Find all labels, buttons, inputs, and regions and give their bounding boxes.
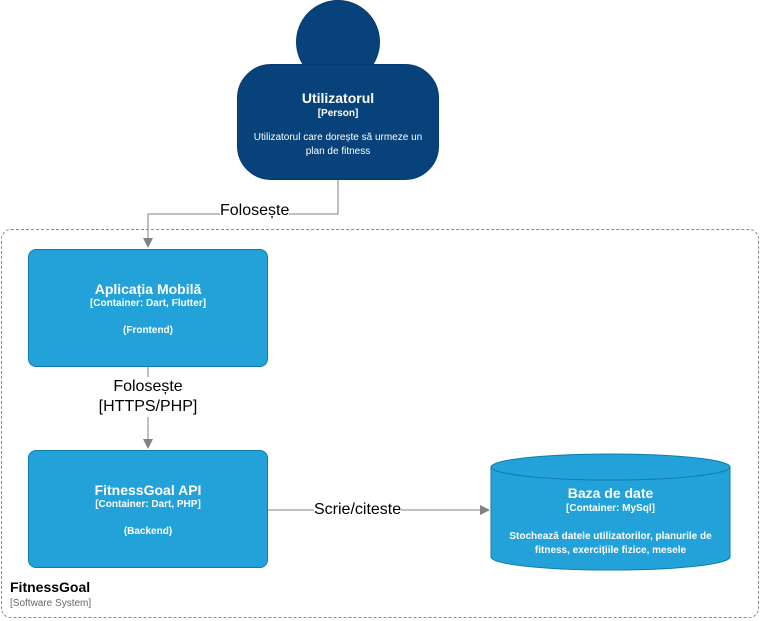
edge-label-person-to-app: Folosește — [220, 201, 290, 221]
person-title: Utilizatorul — [301, 90, 375, 106]
mobile-app-title: Aplicația Mobilă — [94, 281, 202, 297]
database-tech: [Container: MySql] — [566, 503, 655, 514]
database-node: Baza de date [Container: MySql] Stocheaz… — [491, 485, 730, 558]
database-cylinder — [490, 453, 731, 571]
person-type: [Person] — [317, 108, 359, 119]
api-title: FitnessGoal API — [94, 482, 202, 498]
api-tech: [Container: Dart, PHP] — [95, 499, 201, 510]
database-title: Baza de date — [567, 485, 654, 501]
mobile-app-node: Aplicația Mobilă [Container: Dart, Flutt… — [28, 249, 268, 367]
database-description: Stochează datele utilizatorilor, planuri… — [509, 531, 712, 556]
person-node: Utilizatorul [Person] Utilizatorul care … — [237, 64, 439, 180]
system-boundary-type: [Software System] — [10, 598, 92, 609]
person-description: Utilizatorul care dorește să urmeze un p… — [253, 132, 423, 157]
system-boundary — [1, 229, 759, 618]
api-node: FitnessGoal API [Container: Dart, PHP] (… — [28, 450, 268, 568]
system-boundary-title: FitnessGoal — [10, 579, 91, 595]
edge-label-app-to-api-line2: [HTTPS/PHP] — [98, 398, 198, 415]
edge-label-app-to-api-line1: Folosește — [113, 378, 183, 395]
edge-label-app-to-api: Folosește [HTTPS/PHP] — [88, 377, 208, 417]
mobile-app-description: (Frontend) — [123, 325, 173, 336]
edge-label-api-to-db: Scrie/citeste — [314, 500, 402, 520]
api-description: (Backend) — [123, 526, 173, 537]
mobile-app-tech: [Container: Dart, Flutter] — [89, 298, 207, 309]
